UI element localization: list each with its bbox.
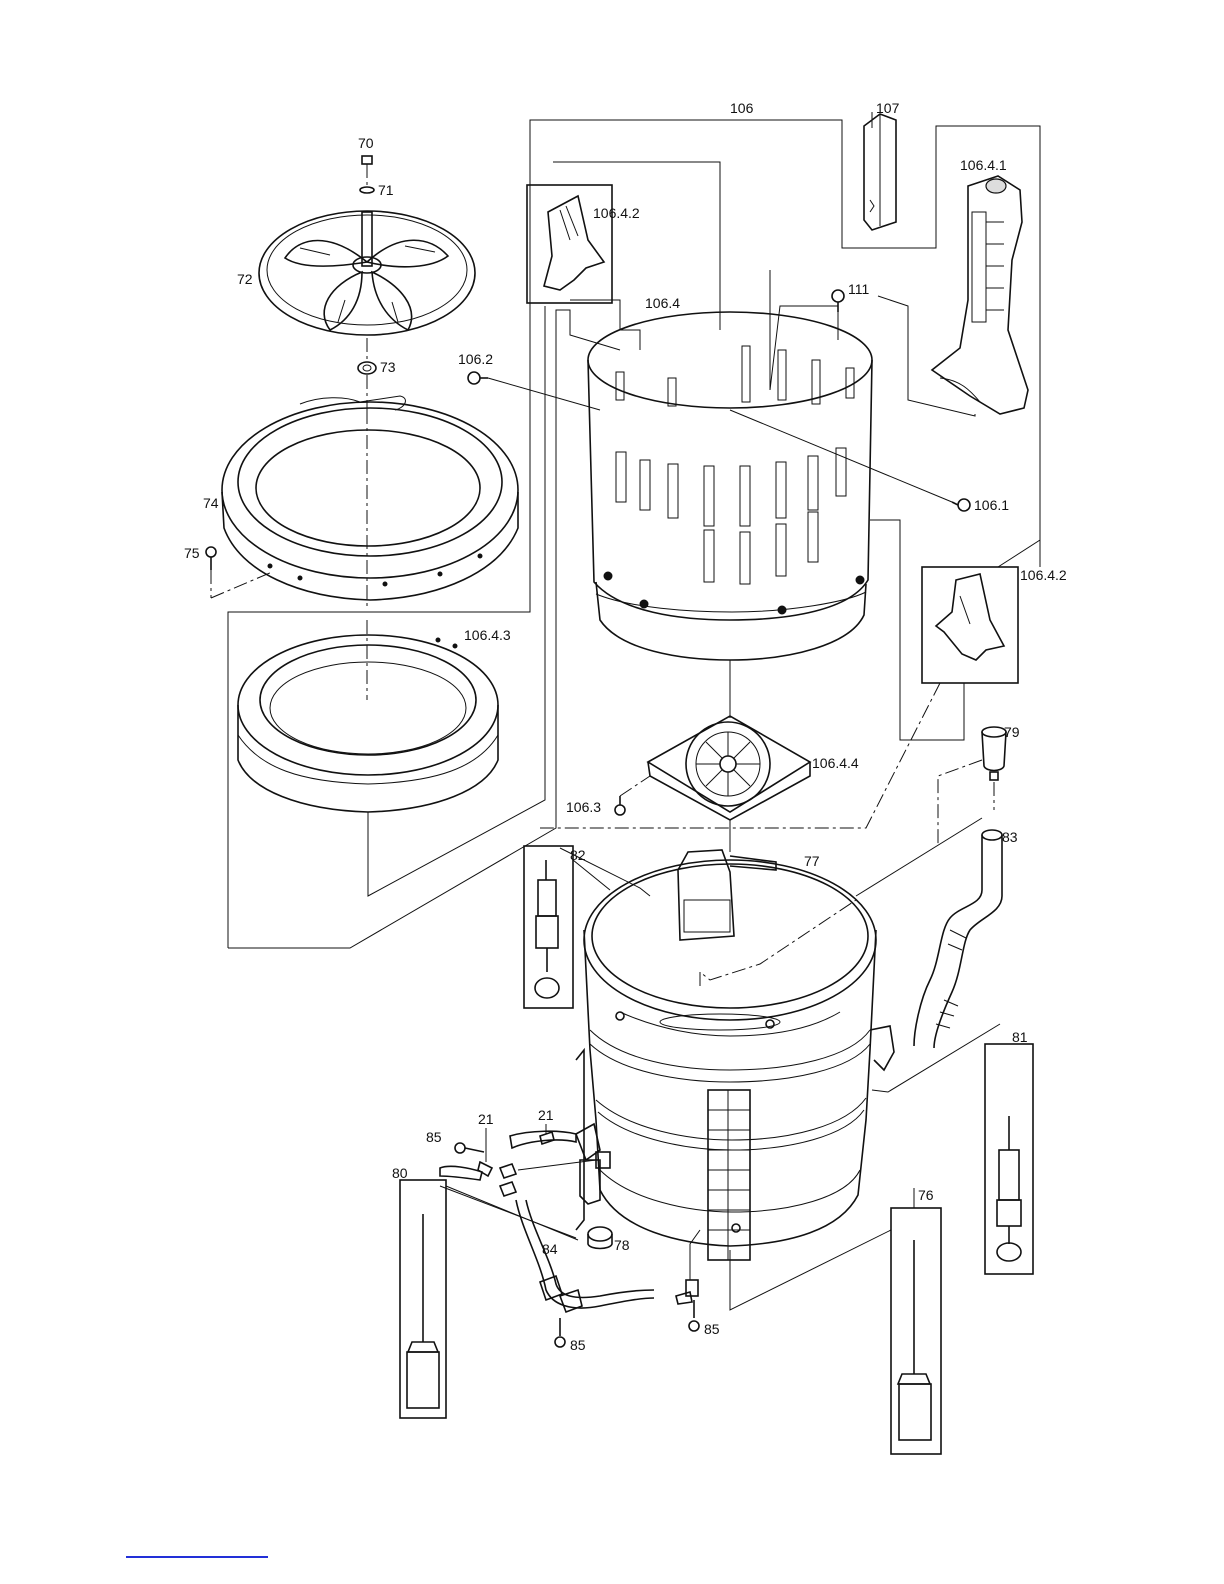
- label-106: 106: [730, 100, 754, 116]
- footer-rule: [126, 1556, 268, 1558]
- part-106-4-1-lifter: [932, 176, 1028, 414]
- part-78-plug: [588, 1227, 612, 1249]
- part-106-4-4-flange: [648, 716, 810, 852]
- label-21-left: 21: [478, 1111, 494, 1127]
- label-106-2: 106.2: [458, 351, 493, 367]
- part-72-pulsator: [259, 211, 475, 362]
- label-106-4: 106.4: [645, 295, 680, 311]
- part-106-4-3-balancer: [238, 620, 498, 812]
- left-group-bracket-lower: [228, 310, 620, 948]
- part-77-outer-tub: [560, 848, 894, 1260]
- label-106-4-1: 106.4.1: [960, 157, 1007, 173]
- label-85-bottom: 85: [570, 1337, 586, 1353]
- label-85-top: 85: [426, 1129, 442, 1145]
- label-111: 111: [848, 281, 869, 297]
- part-81-damper: [872, 1024, 1033, 1274]
- part-85-top-screw: [455, 1143, 484, 1153]
- label-79: 79: [1004, 724, 1020, 740]
- label-106-4-4: 106.4.4: [812, 755, 859, 771]
- label-85-mid: 85: [704, 1321, 720, 1337]
- label-84: 84: [542, 1241, 558, 1257]
- label-74: 74: [203, 495, 219, 511]
- label-71: 71: [378, 182, 394, 198]
- label-78: 78: [614, 1237, 630, 1253]
- part-82-damper: [524, 846, 610, 1008]
- part-74-tub-cover: [222, 396, 518, 610]
- part-70-cap: [362, 156, 372, 186]
- label-106-4-2-top: 106.4.2: [593, 205, 640, 221]
- label-72: 72: [237, 271, 253, 287]
- balancer-leader: [368, 306, 545, 896]
- label-80: 80: [392, 1165, 408, 1181]
- label-107: 107: [876, 100, 900, 116]
- part-79-drain-valve: [938, 727, 1006, 846]
- label-75: 75: [184, 545, 200, 561]
- basket-inner-bracket: [553, 162, 720, 300]
- label-81: 81: [1012, 1029, 1028, 1045]
- label-77: 77: [804, 853, 820, 869]
- part-106-2-screw: [468, 372, 600, 410]
- label-76: 76: [918, 1187, 934, 1203]
- part-106-3-screw: [615, 776, 650, 815]
- label-73: 73: [380, 359, 396, 375]
- label-83: 83: [1002, 829, 1018, 845]
- label-70: 70: [358, 135, 374, 151]
- part-83-drain-hose: [856, 818, 1002, 1048]
- part-106-4-2-right-clip: [540, 520, 1040, 828]
- part-76-suspension-rod: [730, 1188, 941, 1454]
- label-21-right: 21: [538, 1107, 554, 1123]
- label-106-1: 106.1: [974, 497, 1009, 513]
- label-106-4-2-right: 106.4.2: [1020, 567, 1067, 583]
- label-106-3: 106.3: [566, 799, 601, 815]
- part-106-1-screw: [730, 410, 970, 511]
- part-106-4-2-top-clip: [527, 185, 612, 303]
- part-106-4-basket: [570, 270, 872, 718]
- part-71-washer: [360, 187, 374, 193]
- label-106-4-3: 106.4.3: [464, 627, 511, 643]
- part-107-hinge: [864, 112, 896, 230]
- label-82: 82: [570, 847, 586, 863]
